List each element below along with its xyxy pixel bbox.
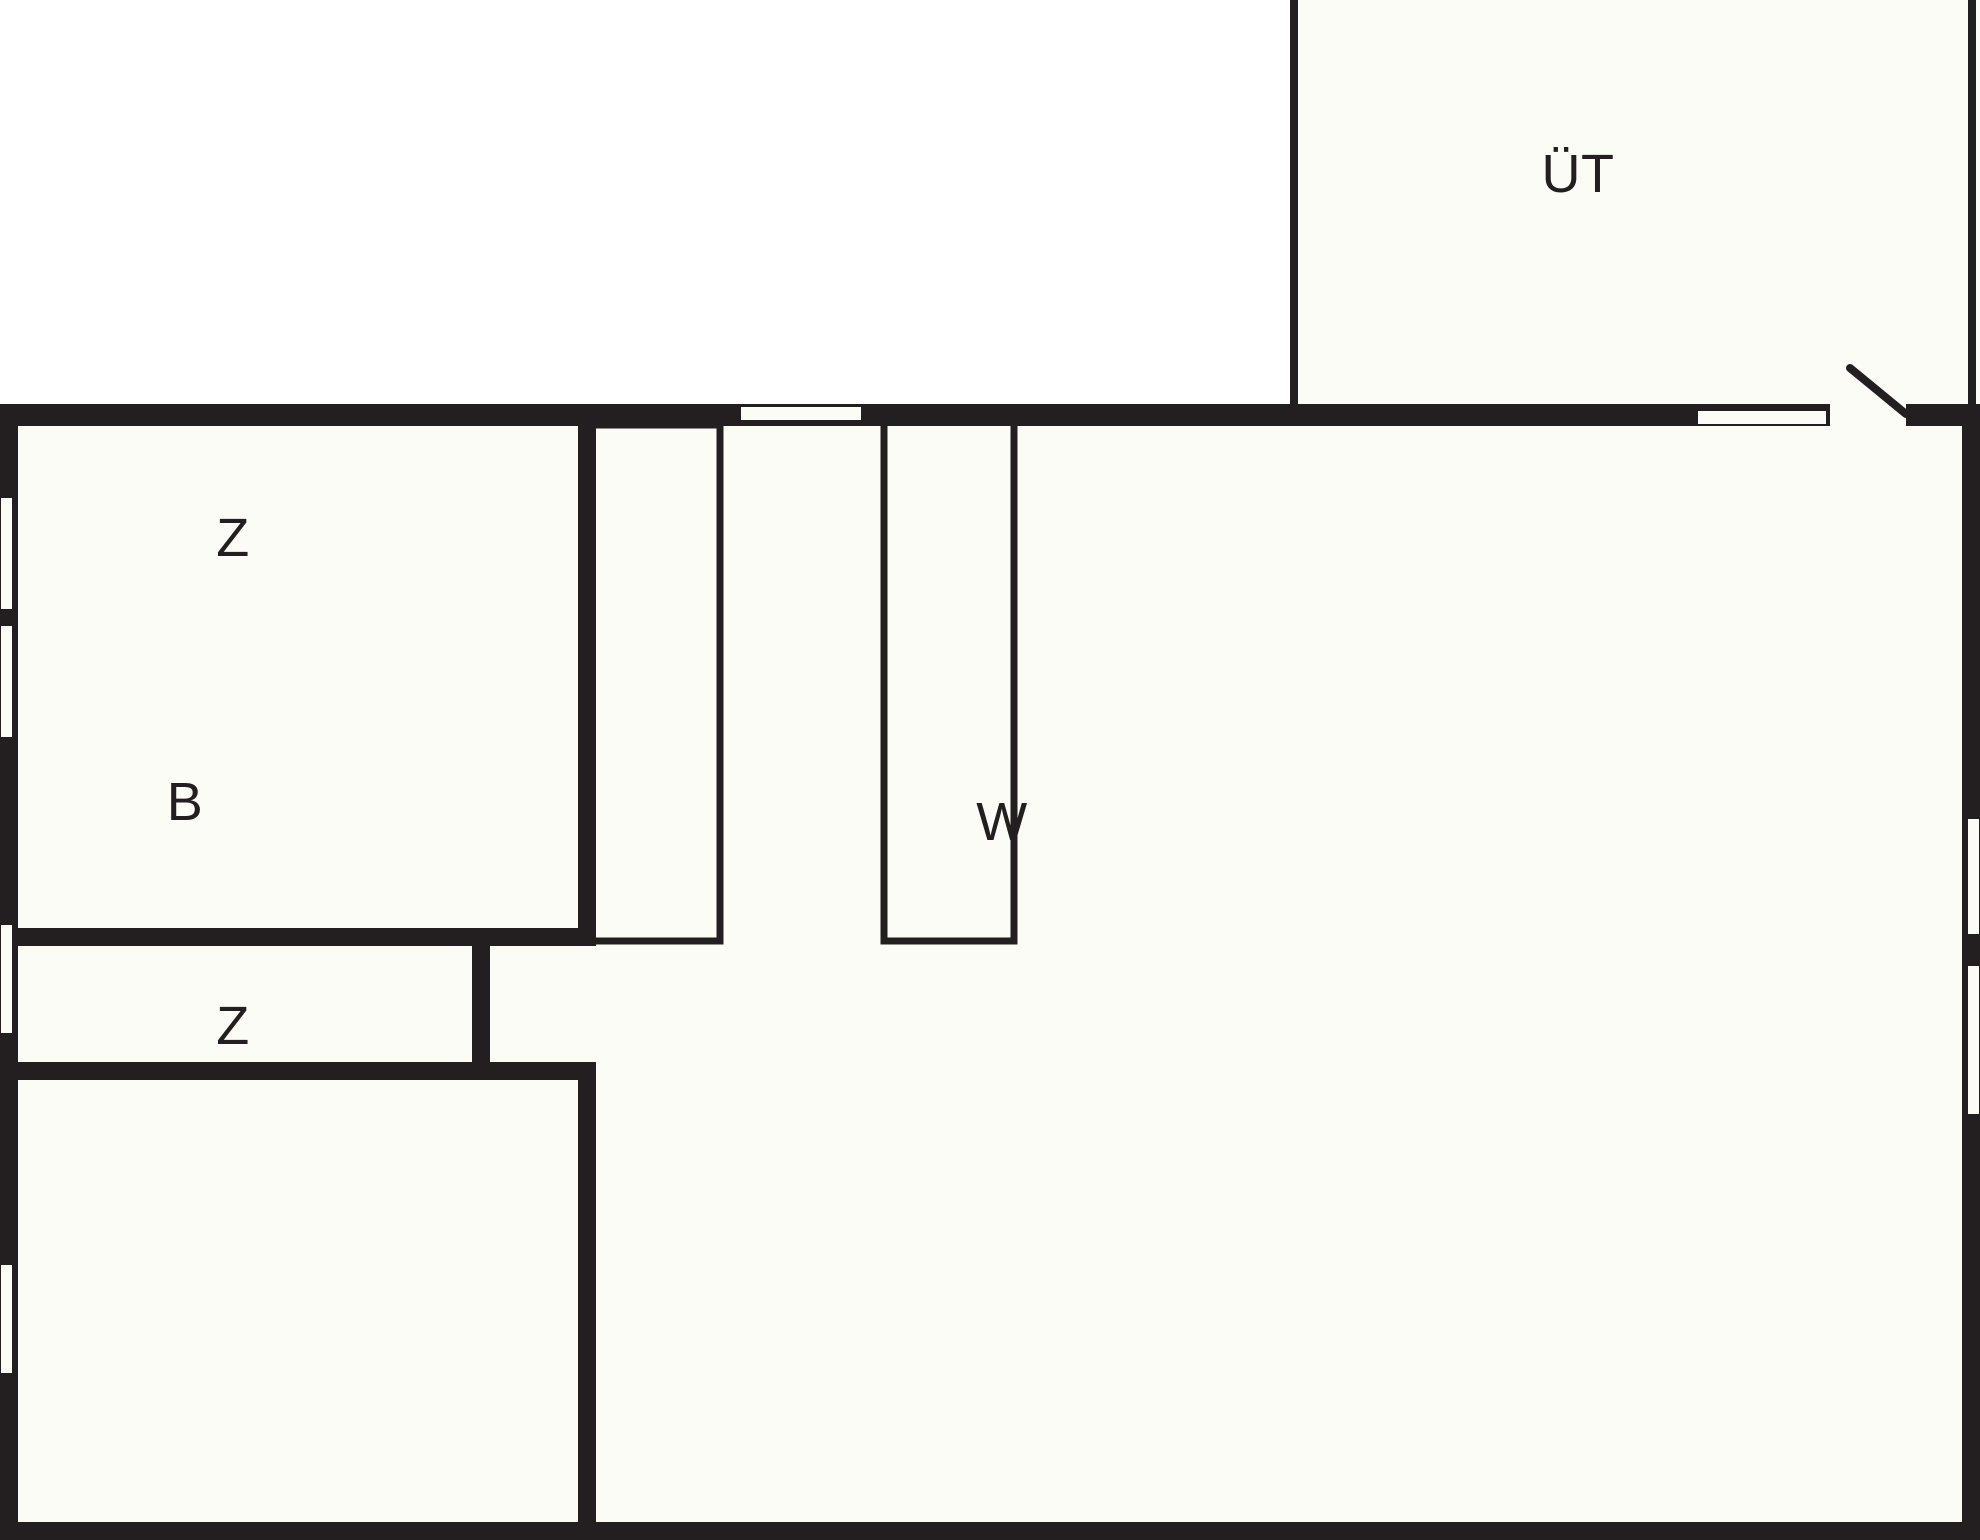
room-labels: ÜT Z B Z W	[167, 144, 1615, 1056]
window-top-1	[739, 405, 863, 422]
room-label-terrace: ÜT	[1542, 144, 1615, 204]
window-right-1	[1966, 817, 1980, 936]
window-left-4	[0, 1263, 14, 1375]
window-right-2	[1966, 964, 1980, 1116]
door-terrace	[1830, 364, 1910, 426]
room-label-living: W	[976, 792, 1027, 852]
windows	[0, 405, 1980, 1375]
room-label-bedroom-upper: Z	[216, 508, 250, 568]
wall-top-left-segment	[0, 404, 1294, 426]
room-label-bedroom-lower: Z	[216, 996, 250, 1056]
wall-bathroom-bottom	[8, 1062, 490, 1080]
closet-niche-left-outline	[596, 421, 724, 945]
room-label-bathroom: B	[167, 772, 204, 832]
wall-bathroom-right	[472, 940, 490, 1076]
door-terrace-swing-leaf	[1846, 364, 1910, 418]
main-floor-fill	[8, 408, 1972, 1540]
wall-bedroom-lower-top	[472, 1062, 596, 1080]
door-terrace-opening	[1830, 404, 1906, 426]
closet-niche-right-outline	[880, 425, 1018, 945]
wall-bottom-exterior	[0, 1522, 1980, 1540]
wall-bedroom-upper-right	[578, 420, 596, 942]
window-left-3	[0, 923, 14, 1035]
window-left-2	[0, 624, 14, 739]
floor-fills	[8, 0, 1980, 1540]
wall-bedroom-lower-right	[578, 1068, 596, 1540]
terrace-outline	[1290, 0, 1976, 410]
closet-niches	[596, 421, 1018, 945]
interior-walls	[8, 420, 596, 1540]
wall-bedroom-upper-bottom	[8, 928, 596, 946]
window-top-2	[1696, 409, 1828, 426]
terrace-floor-fill	[1294, 0, 1980, 410]
window-left-1	[0, 496, 14, 611]
